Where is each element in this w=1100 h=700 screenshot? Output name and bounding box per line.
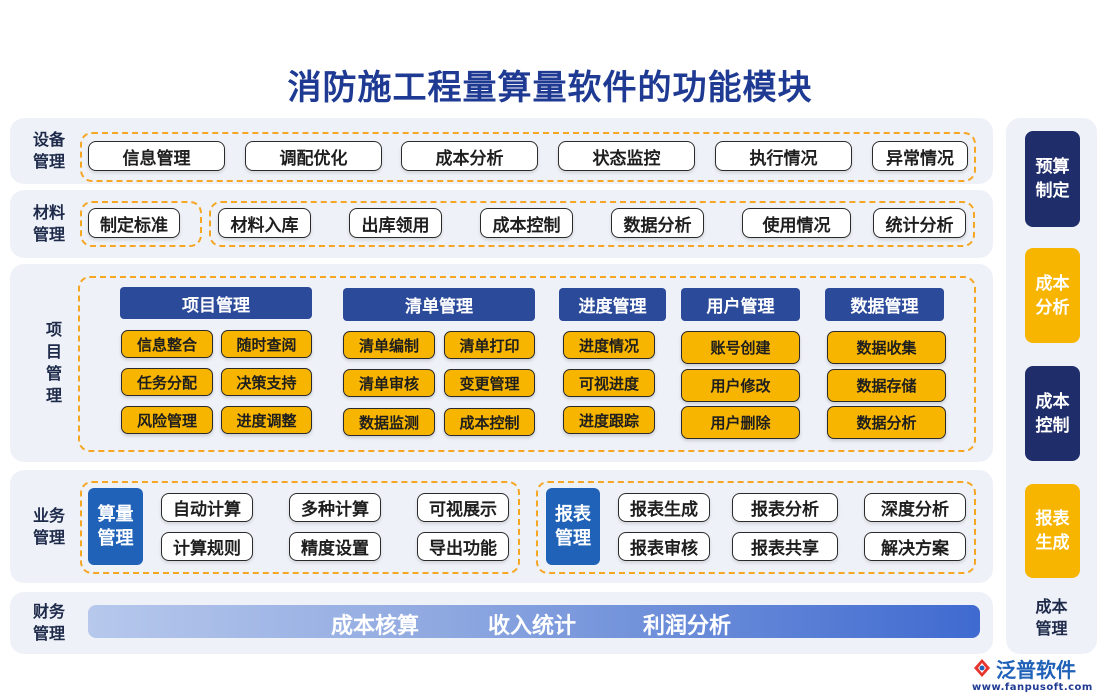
finance-item[interactable]: 成本核算 [331,614,420,639]
material-item[interactable]: 材料入库 [218,208,311,238]
brand-logo: 泛普软件 www.fanpusoft.com [970,652,1098,698]
user-group-item[interactable]: 用户删除 [681,406,800,439]
calc-item[interactable]: 导出功能 [417,532,509,561]
report-item[interactable]: 深度分析 [864,493,966,522]
data-group-header: 数据管理 [825,288,944,321]
brand-logo-name: 泛普软件 [996,658,1076,682]
calc-item[interactable]: 计算规则 [161,532,253,561]
equipment-item[interactable]: 异常情况 [872,141,968,171]
user-group-header: 用户管理 [681,288,800,321]
project-group-item[interactable]: 进度调整 [221,406,312,434]
brand-logo-url: www.fanpusoft.com [972,682,1093,693]
list-group-item[interactable]: 成本控制 [444,408,535,436]
equipment-item[interactable]: 调配优化 [245,141,382,171]
material-item[interactable]: 成本控制 [480,208,573,238]
list-group-item[interactable]: 清单编制 [343,331,435,359]
page-title: 消防施工程量算量软件的功能模块 [287,68,813,108]
project-group-item[interactable]: 风险管理 [121,406,213,434]
budget-block[interactable]: 预算 制定 [1025,131,1080,227]
report-item[interactable]: 报表生成 [618,493,710,522]
project-group-item[interactable]: 随时查阅 [221,330,312,358]
cost-control-block[interactable]: 成本 控制 [1025,366,1080,461]
material-standard-group [80,201,202,247]
calc-item[interactable]: 精度设置 [289,532,381,561]
user-group-item[interactable]: 账号创建 [681,331,800,364]
equipment-item[interactable]: 状态监控 [558,141,695,171]
equipment-item[interactable]: 成本分析 [401,141,538,171]
calc-item[interactable]: 多种计算 [289,493,381,522]
material-item[interactable]: 出库领用 [349,208,442,238]
finance-item[interactable]: 利润分析 [643,614,732,639]
report-item[interactable]: 报表审核 [618,532,710,561]
progress-group-item[interactable]: 进度跟踪 [563,406,655,434]
calc-dashed-group [80,481,520,574]
project-dashed-group [78,276,976,452]
material-standard-item[interactable]: 制定标准 [88,208,180,238]
list-group-item[interactable]: 变更管理 [444,369,535,397]
project-row-label: 项 目 管 理 [45,320,62,405]
project-group-item[interactable]: 决策支持 [221,368,312,396]
equipment-item[interactable]: 信息管理 [88,141,225,171]
calc-item[interactable]: 自动计算 [161,493,253,522]
finance-row-label: 财务 管理 [32,602,65,643]
data-group-item[interactable]: 数据存储 [827,369,946,402]
project-group-item[interactable]: 任务分配 [121,368,213,396]
business-row [10,470,993,583]
project-group-header: 项目管理 [120,287,312,319]
material-dashed-group [209,201,975,247]
report-item[interactable]: 解决方案 [864,532,966,561]
report-item[interactable]: 报表分析 [732,493,838,522]
material-item[interactable]: 使用情况 [742,208,851,238]
list-group-header: 清单管理 [343,288,535,321]
material-item[interactable]: 统计分析 [873,208,966,238]
material-item[interactable]: 数据分析 [611,208,704,238]
user-group-item[interactable]: 用户修改 [681,369,800,402]
list-group-item[interactable]: 数据监测 [343,408,435,436]
list-group-item[interactable]: 清单审核 [343,369,435,397]
business-row-label: 业务 管理 [32,505,65,547]
data-group-item[interactable]: 数据收集 [827,331,946,364]
report-generate-block[interactable]: 报表 生成 [1025,484,1080,578]
calc-management-box: 算量 管理 [88,488,143,565]
progress-group-header: 进度管理 [559,288,666,321]
list-group-item[interactable]: 清单打印 [444,331,535,359]
calc-item[interactable]: 可视展示 [417,493,509,522]
progress-group-item[interactable]: 进度情况 [563,331,655,359]
report-item[interactable]: 报表共享 [732,532,838,561]
finance-item[interactable]: 收入统计 [488,614,577,639]
finance-bar: 成本核算 收入统计 利润分析 [88,605,980,639]
data-group-item[interactable]: 数据分析 [827,406,946,439]
report-dashed-group [536,481,976,574]
equipment-row-label: 设备 管理 [32,130,65,171]
cost-management-label: 成本 管理 [1035,597,1068,638]
brand-logo-icon [974,659,990,677]
report-management-box: 报表 管理 [546,488,600,565]
project-group-item[interactable]: 信息整合 [121,330,213,358]
material-row-label: 材料 管理 [32,203,65,244]
equipment-dashed-group [80,132,976,182]
progress-group-item[interactable]: 可视进度 [563,369,655,397]
cost-analysis-block[interactable]: 成本 分析 [1025,248,1080,343]
equipment-item[interactable]: 执行情况 [715,141,852,171]
